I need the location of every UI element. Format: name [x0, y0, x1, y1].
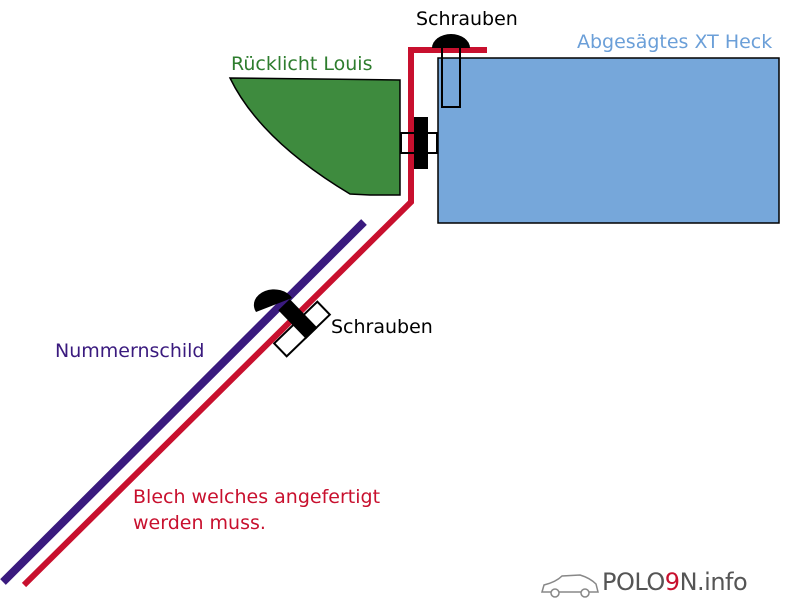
label-sawn-rear: Abgesägtes XT Heck — [577, 31, 773, 53]
logo-text-info: .info — [697, 568, 748, 596]
screw-nut-mid — [414, 117, 428, 169]
logo-text-n: N — [679, 568, 698, 596]
logo-text-polo: POLO — [602, 568, 665, 596]
logo-text: POLO9N.info — [602, 568, 748, 596]
screw-shaft-mid — [400, 132, 438, 154]
screw-head-lower — [253, 289, 292, 312]
screw-nut-lower — [278, 299, 318, 339]
xt-rear-box — [437, 57, 780, 224]
license-plate-line — [0, 219, 367, 585]
label-screws-mid: Schrauben — [331, 316, 433, 338]
tail-light-shape — [228, 77, 401, 196]
site-logo: POLO9N.info — [540, 566, 796, 602]
sheet-metal-line — [21, 47, 487, 588]
label-screws-top: Schrauben — [416, 8, 518, 30]
logo-text-9: 9 — [664, 568, 680, 596]
label-sheet-line-2: werden muss. — [133, 512, 266, 534]
label-sheet-metal: Blech welches angefertigt werden muss. — [133, 484, 380, 536]
label-tail-light: Rücklicht Louis — [231, 53, 373, 75]
car-icon — [541, 574, 599, 598]
screw-lower — [253, 289, 332, 358]
screw-shaft-top — [441, 44, 461, 108]
label-license-plate: Nummernschild — [55, 340, 205, 362]
label-sheet-line-1: Blech welches angefertigt — [133, 486, 381, 508]
